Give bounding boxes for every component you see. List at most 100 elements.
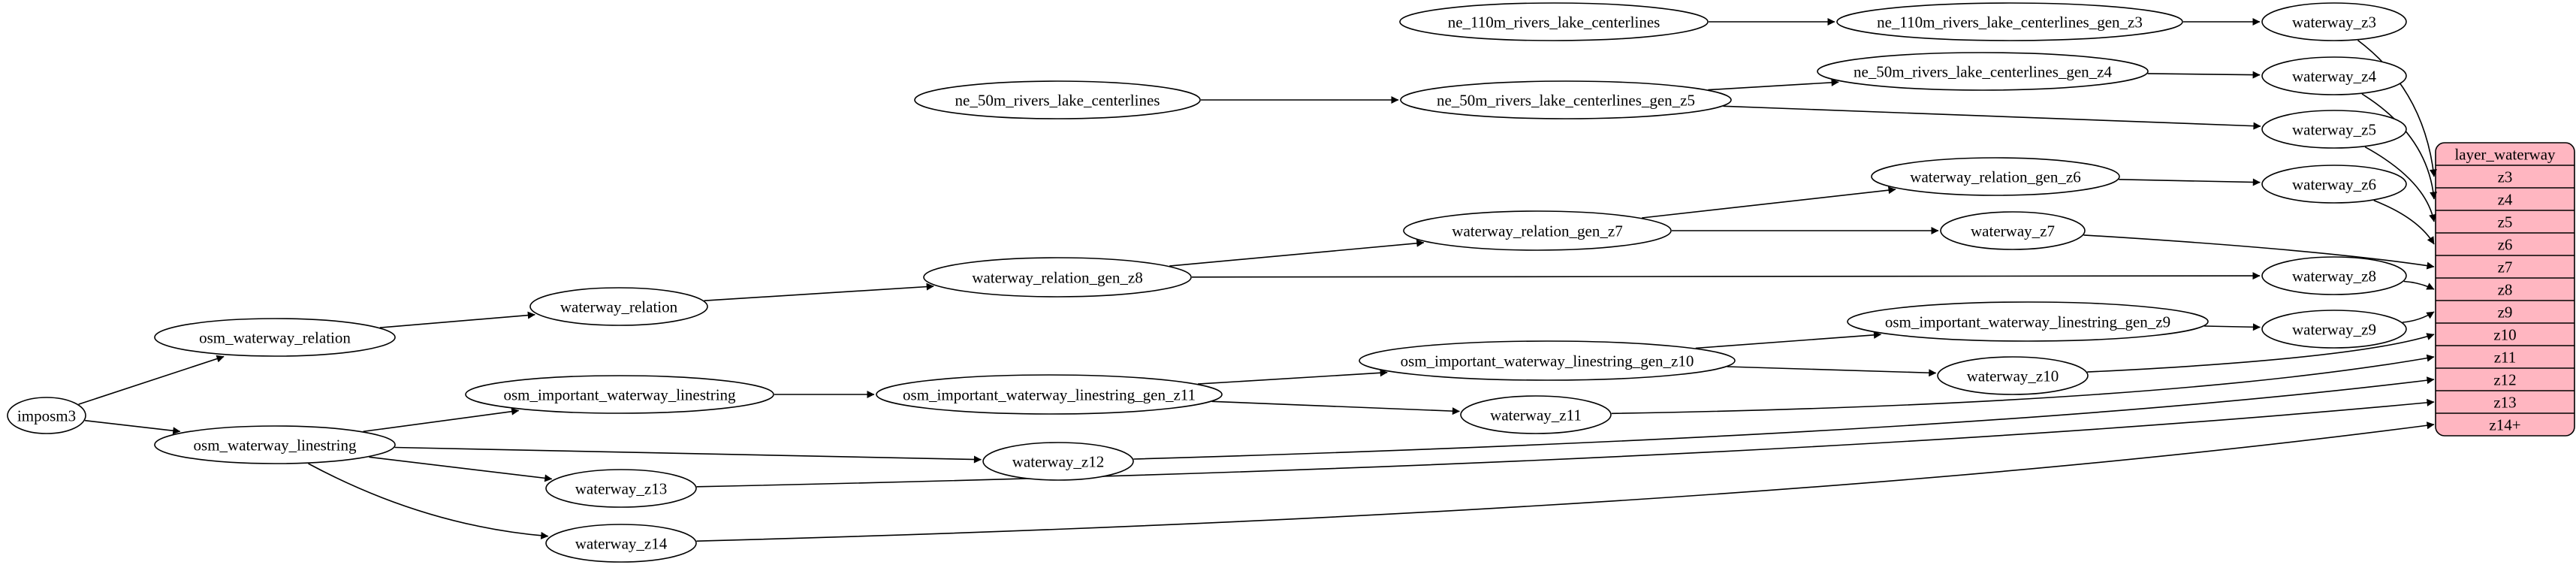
graph-edge-waterway_z13-to-layer_waterway-z13 [696, 398, 2435, 488]
graph-node-ellipse-ne_50m_rivers_lake_centerlines_gen_z4 [1817, 52, 2149, 91]
layer-table-row-z13: z13 [2493, 393, 2516, 411]
graph-node-label-waterway_z4: waterway_z4 [2292, 67, 2376, 85]
graph-node-osm_important_waterway_linestring_gen_z11: osm_important_waterway_linestring_gen_z1… [876, 374, 1223, 415]
layer-table-box [2435, 142, 2575, 437]
graph-node-ellipse-osm_important_waterway_linestring_gen_z11 [876, 374, 1223, 415]
graph-edge-osm_waterway_linestring-to-waterway_z12 [394, 446, 982, 464]
graph-edge-waterway_z4-to-layer_waterway-z4 [2361, 93, 2438, 200]
graph-node-label-waterway_z13: waterway_z13 [575, 479, 667, 497]
graph-node-label-waterway_z7: waterway_z7 [1971, 222, 2055, 240]
graph-node-label-ne_110m_rivers_lake_centerlines_gen_z3: ne_110m_rivers_lake_centerlines_gen_z3 [1877, 13, 2143, 31]
graph-edge-ne_50m_rivers_lake_centerlines_gen_z5-to-waterway_z5 [1723, 105, 2261, 130]
graph-node-waterway_z4: waterway_z4 [2261, 56, 2407, 95]
graph-edge-imposm3-to-osm_waterway_linestring [85, 419, 181, 435]
graph-node-label-waterway_z10: waterway_z10 [1967, 367, 2059, 385]
graph-node-ellipse-waterway_relation_gen_z8 [923, 257, 1192, 298]
graph-node-ellipse-osm_important_waterway_linestring [465, 375, 774, 414]
graph-node-ellipse-waterway_relation_gen_z7 [1403, 210, 1672, 251]
graph-edge-waterway_z11-to-layer_waterway-z11 [1611, 354, 2435, 415]
graph-node-waterway_relation_gen_z7: waterway_relation_gen_z7 [1403, 210, 1672, 251]
graph-node-ellipse-waterway_z9 [2261, 310, 2407, 349]
graph-node-ne_110m_rivers_lake_centerlines: ne_110m_rivers_lake_centerlines [1399, 2, 1709, 41]
graph-node-waterway_z5: waterway_z5 [2261, 110, 2407, 149]
graph-edge-waterway_z5-to-layer_waterway-z5 [2364, 146, 2437, 222]
layer-table-row-z7: z7 [2498, 258, 2513, 276]
graph-node-label-waterway_z6: waterway_z6 [2292, 175, 2376, 193]
graph-node-label-imposm3: imposm3 [17, 406, 76, 425]
graph-node-ellipse-waterway_relation_gen_z6 [1871, 157, 2120, 196]
graph-node-label-ne_50m_rivers_lake_centerlines: ne_50m_rivers_lake_centerlines [955, 91, 1160, 109]
graph-node-ne_110m_rivers_lake_centerlines_gen_z3: ne_110m_rivers_lake_centerlines_gen_z3 [1836, 2, 2183, 41]
layer-table-row-z6: z6 [2498, 235, 2513, 253]
graph-node-ellipse-osm_waterway_linestring [154, 425, 396, 464]
graph-node-ellipse-waterway_z11 [1460, 395, 1612, 434]
graph-edge-ne_50m_rivers_lake_centerlines_gen_z4-to-waterway_z4 [2147, 71, 2261, 79]
graph-node-osm_waterway_linestring: osm_waterway_linestring [154, 425, 396, 464]
graph-node-ellipse-osm_waterway_relation [154, 318, 396, 357]
graph-node-waterway_relation_gen_z6: waterway_relation_gen_z6 [1871, 157, 2120, 196]
graph-node-label-waterway_z9: waterway_z9 [2292, 320, 2376, 338]
edges-layer [78, 18, 2438, 542]
graph-node-label-ne_50m_rivers_lake_centerlines_gen_z5: ne_50m_rivers_lake_centerlines_gen_z5 [1437, 91, 1695, 109]
graph-edge-waterway_relation_gen_z8-to-waterway_z8 [1191, 272, 2261, 280]
graph-node-waterway_z7: waterway_z7 [1940, 211, 2086, 250]
graph-edge-waterway_z7-to-layer_waterway-z7 [2083, 234, 2435, 270]
graph-node-ellipse-waterway_relation [529, 287, 708, 326]
graph-edge-osm_important_waterway_linestring_gen_z10-to-osm_important_waterway_linestring_gen_z9 [1695, 331, 1881, 349]
graph-node-ellipse-waterway_z5 [2261, 110, 2407, 149]
graph-node-waterway_z13: waterway_z13 [545, 469, 697, 508]
graph-edge-osm_waterway_linestring-to-osm_important_waterway_linestring [363, 407, 520, 433]
graph-edge-waterway_z14-to-layer_waterway-z14+ [696, 421, 2435, 542]
graph-node-ellipse-waterway_z3 [2261, 2, 2407, 41]
graph-node-waterway_z10: waterway_z10 [1937, 356, 2089, 395]
graph-node-waterway_z14: waterway_z14 [545, 524, 697, 563]
graph-edge-osm_waterway_linestring-to-waterway_z14 [308, 463, 549, 539]
graph-node-label-waterway_relation_gen_z7: waterway_relation_gen_z7 [1452, 222, 1622, 240]
graph-node-ellipse-imposm3 [7, 397, 86, 434]
graph-edge-osm_important_waterway_linestring_gen_z11-to-osm_important_waterway_linestring_gen_z10 [1197, 369, 1388, 385]
graph-node-label-osm_important_waterway_linestring_gen_z9: osm_important_waterway_linestring_gen_z9 [1885, 313, 2170, 331]
graph-node-waterway_z3: waterway_z3 [2261, 2, 2407, 41]
layer-table-row-z9: z9 [2498, 303, 2513, 321]
graph-node-label-osm_important_waterway_linestring: osm_important_waterway_linestring [503, 385, 736, 403]
graph-node-label-waterway_z3: waterway_z3 [2292, 13, 2376, 31]
graph-node-waterway_z11: waterway_z11 [1460, 395, 1612, 434]
layer-table-row-z10: z10 [2493, 325, 2516, 343]
graph-edge-waterway_relation-to-waterway_relation_gen_z8 [704, 282, 934, 301]
graph-node-osm_important_waterway_linestring: osm_important_waterway_linestring [465, 375, 774, 414]
graph-edge-waterway_z6-to-layer_waterway-z6 [2373, 200, 2435, 245]
graph-node-label-waterway_z8: waterway_z8 [2292, 267, 2376, 285]
graph-edge-waterway_z10-to-layer_waterway-z10 [2087, 333, 2435, 373]
graph-edge-osm_important_waterway_linestring_gen_z10-to-waterway_z10 [1727, 366, 1937, 377]
graph-node-ellipse-waterway_z6 [2261, 165, 2407, 204]
graph-edge-waterway_z12-to-layer_waterway-z12 [1133, 376, 2435, 460]
graph-node-waterway_z8: waterway_z8 [2261, 256, 2407, 295]
graph-node-label-waterway_z12: waterway_z12 [1012, 452, 1104, 470]
graph-edge-osm_important_waterway_linestring_gen_z11-to-waterway_z11 [1211, 400, 1460, 415]
graph-node-osm_waterway_relation: osm_waterway_relation [154, 318, 396, 357]
graph-node-waterway_z12: waterway_z12 [982, 442, 1134, 481]
graph-node-ellipse-waterway_z12 [982, 442, 1134, 481]
graph-node-label-waterway_relation_gen_z6: waterway_relation_gen_z6 [1910, 168, 2080, 186]
graph-edge-waterway_z9-to-layer_waterway-z9 [2402, 311, 2435, 323]
graph-node-ellipse-ne_110m_rivers_lake_centerlines_gen_z3 [1836, 2, 2183, 41]
graph-node-ellipse-osm_important_waterway_linestring_gen_z10 [1359, 340, 1736, 381]
layer-table-row-z3: z3 [2498, 168, 2513, 186]
graph-node-label-osm_waterway_relation: osm_waterway_relation [199, 328, 351, 346]
graph-node-ne_50m_rivers_lake_centerlines_gen_z5: ne_50m_rivers_lake_centerlines_gen_z5 [1400, 80, 1732, 119]
graph-edge-osm_waterway_relation-to-waterway_relation [379, 311, 535, 328]
graph-node-label-osm_important_waterway_linestring_gen_z11: osm_important_waterway_linestring_gen_z1… [903, 385, 1196, 403]
graph-node-ellipse-waterway_z10 [1937, 356, 2089, 395]
graph-node-label-waterway_z11: waterway_z11 [1490, 406, 1582, 424]
graph-node-ellipse-waterway_z13 [545, 469, 697, 508]
layer-table-row-z14+: z14+ [2489, 415, 2520, 434]
graph-node-osm_important_waterway_linestring_gen_z9: osm_important_waterway_linestring_gen_z9 [1847, 301, 2209, 342]
graph-node-waterway_z6: waterway_z6 [2261, 165, 2407, 204]
graph-node-label-osm_important_waterway_linestring_gen_z10: osm_important_waterway_linestring_gen_z1… [1401, 352, 1694, 370]
graph-edge-osm_waterway_linestring-to-waterway_z13 [369, 456, 553, 482]
graph-edge-waterway_z8-to-layer_waterway-z8 [2403, 280, 2435, 290]
graph-edge-waterway_relation_gen_z8-to-waterway_relation_gen_z7 [1169, 239, 1425, 267]
layer-table-row-z4: z4 [2498, 190, 2513, 208]
